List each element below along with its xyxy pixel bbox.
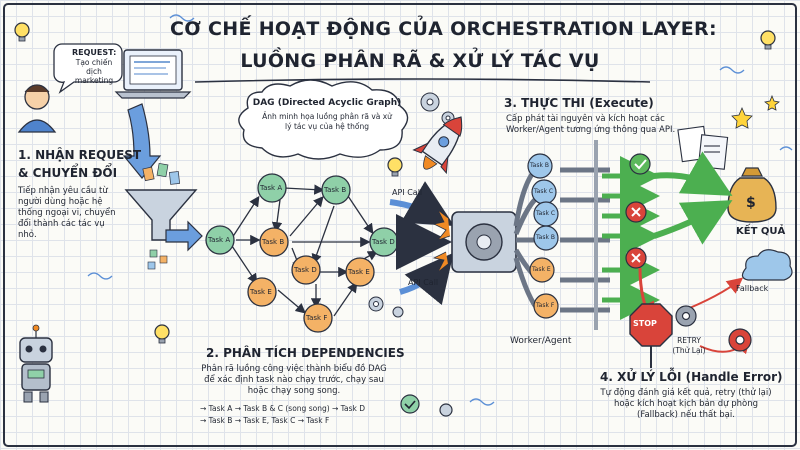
retry-gear-icon <box>675 305 752 352</box>
dag-label-task-a: Task A <box>208 236 231 244</box>
dag-label-task-f: Task F <box>306 314 328 322</box>
dag-title: DAG (Directed Acyclic Graph) <box>252 98 402 108</box>
api-call-arrow-bottom <box>399 252 454 306</box>
decorative-check <box>400 394 453 417</box>
star-icon <box>731 106 753 129</box>
step3-description: Cấp phát tài nguyên và kích hoạt các Wor… <box>506 114 676 135</box>
user-avatar-icon <box>17 84 57 133</box>
title-underline <box>194 78 651 83</box>
step2-heading: 2. PHÂN TÍCH DEPENDENCIES <box>206 346 405 360</box>
dag-node-task-e-right <box>345 257 375 287</box>
dag-node-task-d <box>291 255 321 285</box>
page-title-line1: CƠ CHẾ HOẠT ĐỘNG CỦA ORCHESTRATION LAYER… <box>170 18 717 40</box>
dag-label-task-a-top: Task A <box>260 184 283 192</box>
fallback-label: Fallback <box>736 284 769 293</box>
laptop-icon <box>114 49 192 99</box>
page-title-line2: LUỒNG PHÂN RÃ & XỬ LÝ TÁC VỤ <box>240 50 600 72</box>
lightbulb-icon <box>387 157 403 177</box>
success-check-icon <box>629 153 651 175</box>
result-arrow <box>653 151 733 196</box>
stop-sign-icon <box>629 303 673 368</box>
dag-label-task-d: Task D <box>294 266 317 274</box>
result-label: KẾT QUẢ <box>736 226 786 237</box>
dag-label-task-b-top: Task B <box>324 186 347 194</box>
rocket-icon <box>412 116 463 175</box>
dag-label-task-b: Task B <box>262 238 285 246</box>
lightbulb-icon <box>154 324 170 344</box>
dag-description: Ảnh minh họa luồng phân rã và xử lý tác … <box>262 112 392 131</box>
pipe-connectors-right <box>560 140 610 330</box>
api-call-label-bottom: API Call <box>408 278 439 287</box>
dag-edges <box>231 184 379 317</box>
dag-node-task-f <box>303 303 333 333</box>
worker-label: Task C <box>534 188 554 195</box>
worker-label: Task B <box>530 162 549 169</box>
dag-node-task-b <box>259 227 289 257</box>
worker-label: Task B <box>536 234 555 241</box>
worker-label: Task F <box>536 302 555 309</box>
dag-node-task-a <box>205 225 235 255</box>
step1-description: Tiếp nhận yêu cầu từ người dùng hoặc hệ … <box>18 186 116 240</box>
result-arrow <box>653 200 733 245</box>
error-x-icon <box>625 201 647 223</box>
page-border <box>3 3 797 447</box>
worker-label: Task E <box>532 266 551 273</box>
star-icon <box>764 94 780 111</box>
request-label: REQUEST: <box>72 48 117 57</box>
stop-label: STOP <box>633 319 657 328</box>
step1-heading-line2: & CHUYỂN ĐỔI <box>18 166 118 180</box>
step2-flow-2: → Task B → Task E, Task C → Task F <box>200 416 330 425</box>
document-icons <box>677 125 729 170</box>
lightbulb-icon <box>14 22 30 42</box>
decompose-arrow <box>165 220 203 252</box>
dag-node-task-e <box>247 277 277 307</box>
step2-description: Phân rã luồng công việc thành biểu đồ DA… <box>201 364 387 396</box>
api-call-label-top: API Call <box>392 188 423 197</box>
worker-agent-label: Worker/Agent <box>510 336 572 346</box>
output-arrows <box>602 156 660 320</box>
step4-heading: 4. XỬ LÝ LỖI (Handle Error) <box>600 370 783 384</box>
worker-label: Task C <box>536 210 556 217</box>
dag-node-task-b-top <box>321 175 351 205</box>
retry-label: RETRY <box>677 336 701 345</box>
lightbulb-icon <box>760 30 776 50</box>
request-bubble <box>53 43 123 94</box>
step4-description: Tự động đánh giá kết quả, retry (thử lại… <box>600 388 772 420</box>
request-flow-arrow <box>122 103 162 179</box>
dag-label-task-e-right: Task E <box>348 268 370 276</box>
money-bag-icon: $ <box>727 167 777 223</box>
worker-gears <box>527 153 559 319</box>
api-call-arrow-top <box>389 181 455 227</box>
dag-node-task-a-top <box>257 173 287 203</box>
step3-heading: 3. THỰC THI (Execute) <box>504 96 654 110</box>
dag-label-task-d-right: Task D <box>372 238 395 246</box>
dag-cloud <box>238 79 409 160</box>
dag-label-task-e: Task E <box>250 288 272 296</box>
step2-flow-1: → Task A → Task B & C (song song) → Task… <box>200 404 366 413</box>
orchestration-engine-icon <box>432 209 517 273</box>
gear-icon <box>368 92 455 318</box>
retry-sub-label: (Thử Lại) <box>672 346 706 355</box>
robot-icon <box>19 324 53 403</box>
fallback-cloud <box>741 249 793 281</box>
funnel-icon <box>124 162 198 270</box>
request-text: Tạo chiến dịch marketing <box>74 58 114 85</box>
svg-text:$: $ <box>746 195 756 211</box>
step1-heading-line1: 1. NHẬN REQUEST <box>18 148 142 162</box>
decorative-squiggles <box>87 14 793 406</box>
error-x-icon <box>625 247 647 269</box>
